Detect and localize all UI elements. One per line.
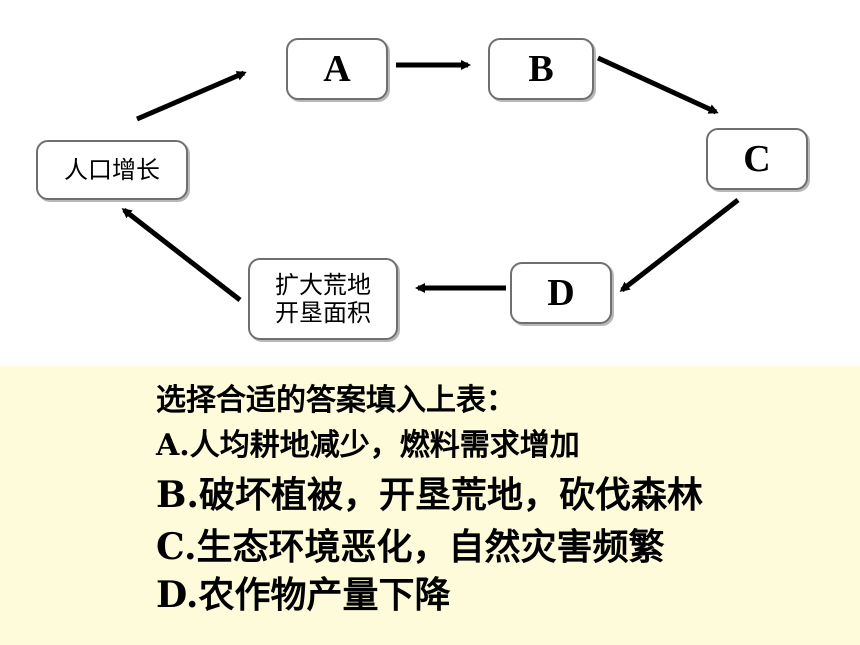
node-b: B xyxy=(488,38,594,100)
node-expand-line1: 扩大荒地 xyxy=(275,271,371,299)
node-d-label: D xyxy=(547,272,575,314)
node-b-label: B xyxy=(528,48,554,90)
option-d: D.农作物产量下降 xyxy=(156,574,451,616)
arrow-population-to-a xyxy=(136,70,247,122)
node-c-label: C xyxy=(743,138,771,180)
node-population-growth: 人口增长 xyxy=(36,140,188,200)
node-population-growth-label: 人口增长 xyxy=(64,156,160,184)
cycle-diagram: A B C D 人口增长 扩大荒地 开垦面积 xyxy=(36,38,808,340)
node-expand-line2: 开垦面积 xyxy=(275,299,371,327)
question-prompt: 选择合适的答案填入上表： xyxy=(156,383,516,418)
node-c: C xyxy=(706,128,808,190)
node-expand-farmland: 扩大荒地 开垦面积 xyxy=(248,258,398,340)
cycle-arrows xyxy=(121,55,740,302)
option-a: A.人均耕地减少，燃料需求增加 xyxy=(156,428,580,463)
option-c: C.生态环境恶化，自然灾害频繁 xyxy=(156,526,665,568)
node-a-label: A xyxy=(323,48,351,90)
arrow-expand-to-population xyxy=(121,208,242,302)
node-a: A xyxy=(286,38,388,100)
question-panel xyxy=(0,366,860,645)
arrow-b-to-c xyxy=(596,55,719,115)
arrow-c-to-d xyxy=(619,198,740,292)
node-d: D xyxy=(510,262,612,324)
option-b: B.破坏植被，开垦荒地，砍伐森林 xyxy=(156,474,703,516)
